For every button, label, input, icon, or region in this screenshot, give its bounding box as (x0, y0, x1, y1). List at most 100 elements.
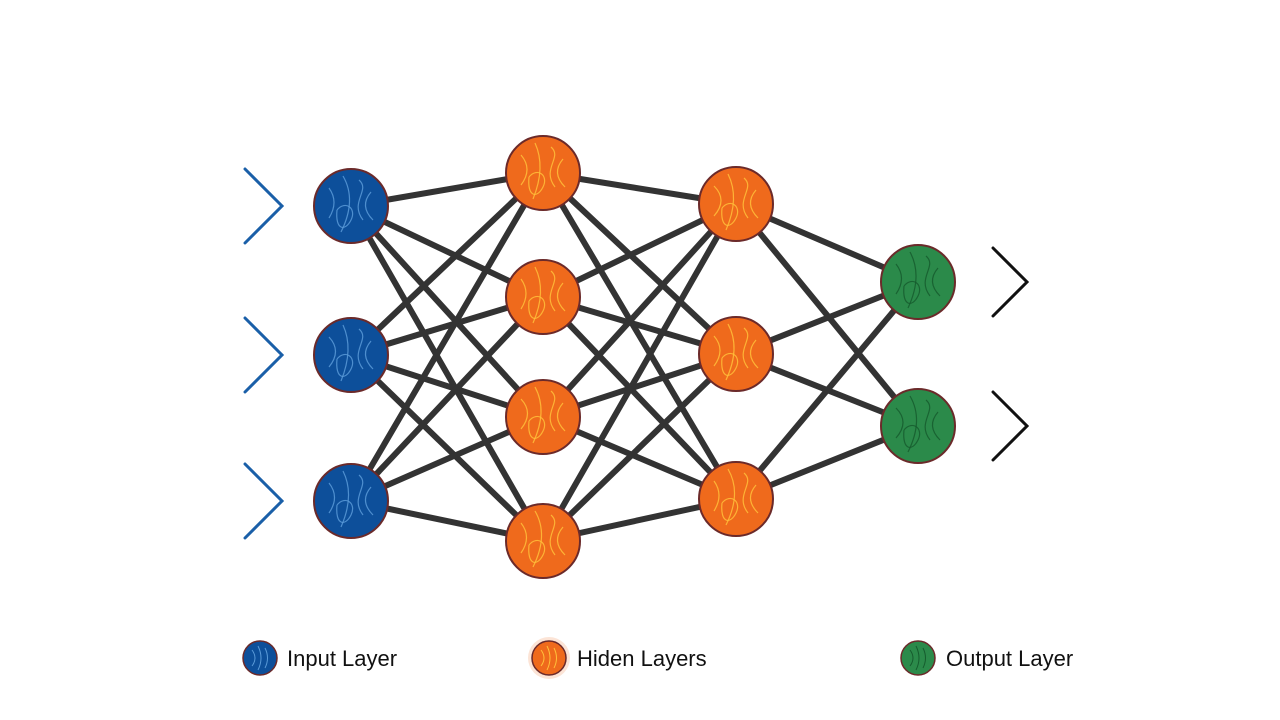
neuron-pattern-stroke-4 (749, 484, 759, 514)
neuron-pattern-stroke-4 (931, 267, 941, 297)
neuron-pattern-stroke-3 (742, 472, 749, 514)
input-neuron-1-3 (313, 463, 389, 539)
neuron-pattern-stroke-2 (340, 470, 350, 528)
connection-l1-n3-to-n1 (540, 351, 739, 544)
legend-item-output: Output Layer (900, 640, 1073, 676)
neuron-pattern-stroke-5 (721, 353, 739, 376)
connection-l0-n2-to-n1 (348, 294, 546, 504)
neuron-pattern-stroke-5 (528, 296, 546, 319)
connection-l1-n3-to-n0 (540, 201, 739, 544)
neurons (313, 135, 956, 579)
connection-l1-n1-to-n2 (540, 294, 739, 502)
neuron-pattern-stroke-1 (713, 480, 720, 512)
legend-output-swatch (900, 640, 936, 676)
neuron-pattern-stroke-1 (520, 522, 528, 554)
connection-l0-n0-to-n3 (348, 203, 546, 544)
neuron-pattern-stroke-2 (532, 266, 542, 324)
connection-l1-n2-to-n0 (540, 201, 739, 420)
neuron-body (505, 503, 581, 579)
output-arrow-1-icon (991, 246, 1030, 318)
neuron-pattern-stroke-1 (328, 336, 337, 368)
input-neuron-1-2 (313, 317, 389, 393)
neuron-pattern-stroke-1 (895, 263, 903, 295)
connection-l1-n0-to-n2 (540, 170, 739, 502)
connection-l0-n1-to-n3 (348, 352, 546, 544)
legend: Input Layer Hiden Layers Output Layer (242, 637, 1073, 679)
neuron-pattern-stroke-4 (556, 526, 566, 556)
input-arrow-1-icon (243, 167, 285, 245)
neuron-pattern-stroke-1 (328, 187, 335, 219)
output-neuron-4-2 (880, 388, 956, 464)
neuron-pattern-stroke-2 (340, 324, 349, 382)
connection-l0-n0-to-n2 (348, 203, 546, 420)
neuron-pattern-stroke-1 (895, 407, 904, 439)
neuron-pattern-stroke-1 (520, 154, 528, 186)
neuron-body (880, 244, 956, 320)
neuron-pattern-stroke-4 (556, 158, 566, 188)
neuron-body (698, 316, 774, 392)
connection-l0-n1-to-n0 (348, 170, 546, 358)
io-arrows (243, 167, 1030, 540)
neuron-pattern-stroke-5 (721, 203, 739, 226)
legend-hidden-label: Hiden Layers (577, 646, 707, 671)
neuron-pattern-stroke-1 (328, 482, 336, 514)
legend-hidden-swatch-pattern (540, 645, 557, 671)
neuron-pattern-stroke-4 (931, 411, 941, 441)
hidden-neuron-3-1 (698, 166, 774, 242)
input-neuron-1-1 (313, 168, 389, 244)
neuron-pattern-stroke-5 (721, 498, 739, 521)
output-arrow-2-icon (991, 390, 1030, 462)
neuron-body (313, 317, 389, 393)
connection-l0-n2-to-n0 (348, 170, 546, 504)
legend-output-label: Output Layer (946, 646, 1073, 671)
neuron-pattern-stroke-5 (528, 172, 546, 195)
neuron-pattern-stroke-4 (364, 340, 374, 370)
neuron-pattern-stroke-2 (532, 142, 541, 200)
neuron-pattern-stroke-5 (336, 205, 354, 228)
neuron-body (505, 379, 581, 455)
neuron-pattern-stroke-2 (725, 173, 735, 231)
hidden-neuron-2-2 (505, 259, 581, 335)
neuron-pattern-stroke-5 (336, 500, 354, 523)
hidden-neuron-3-3 (698, 461, 774, 537)
neuron-pattern-stroke-3 (549, 270, 556, 312)
neuron-pattern-stroke-3 (924, 399, 931, 441)
neuron-pattern-stroke-5 (336, 354, 354, 377)
neuron-pattern-stroke-2 (907, 251, 917, 309)
neuron-pattern-stroke-3 (357, 474, 364, 516)
neuron-pattern-stroke-3 (357, 328, 364, 370)
neuron-pattern-stroke-2 (907, 395, 918, 453)
neuron-body (880, 388, 956, 464)
neuron-pattern-stroke-3 (549, 146, 556, 188)
hidden-neuron-2-1 (505, 135, 581, 211)
neuron-pattern-stroke-3 (357, 179, 364, 221)
legend-input-swatch-pattern (251, 645, 268, 671)
neuron-pattern-stroke-4 (749, 339, 759, 369)
neuron-pattern-stroke-4 (556, 402, 566, 432)
neuron-body (505, 259, 581, 335)
legend-input-swatch (242, 640, 278, 676)
neuron-pattern-stroke-5 (528, 540, 546, 563)
neuron-pattern-stroke-2 (532, 510, 543, 568)
neuron-body (313, 463, 389, 539)
neuron-pattern-stroke-3 (924, 255, 931, 297)
legend-item-hidden: Hiden Layers (528, 637, 707, 679)
input-arrow-3-icon (243, 462, 285, 540)
legend-item-input: Input Layer (242, 640, 397, 676)
neuron-pattern-stroke-4 (749, 189, 759, 219)
output-neuron-4-1 (880, 244, 956, 320)
neuron-body (698, 461, 774, 537)
neuron-pattern-stroke-1 (520, 278, 527, 310)
hidden-neuron-2-4 (505, 503, 581, 579)
neuron-pattern-stroke-4 (556, 282, 566, 312)
legend-input-label: Input Layer (287, 646, 397, 671)
connections (348, 170, 921, 544)
connection-l2-n2-to-n0 (733, 279, 921, 502)
neuron-pattern-stroke-2 (725, 323, 735, 381)
neuron-pattern-stroke-2 (340, 175, 351, 233)
neuron-pattern-stroke-2 (725, 468, 736, 526)
neuron-pattern-stroke-5 (903, 281, 921, 304)
neuron-pattern-stroke-5 (528, 416, 546, 439)
